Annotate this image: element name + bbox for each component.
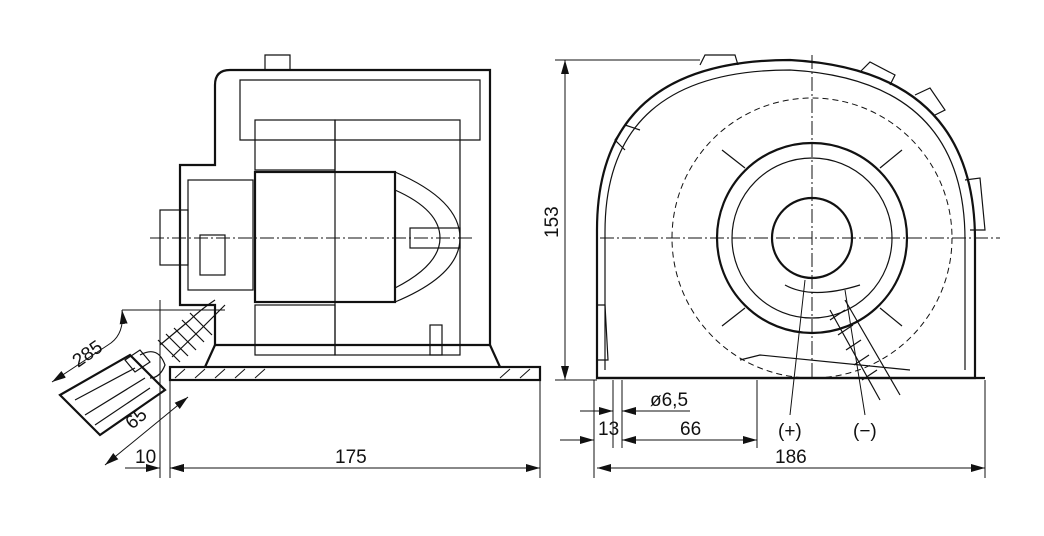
- base-plate: [168, 365, 542, 382]
- dim-65: 65: [122, 404, 152, 434]
- dim-66: 66: [680, 419, 701, 440]
- terminal-negative: (−): [853, 421, 877, 442]
- front-view: [595, 54, 986, 401]
- dimensions-right: 153 186 13 66 ø6,5 (+) (−): [542, 59, 986, 478]
- dim-175: 175: [335, 447, 367, 468]
- motor: [253, 170, 397, 304]
- dim-13: 13: [598, 419, 619, 440]
- motor-hub: [770, 196, 854, 280]
- impeller-ring: [715, 141, 909, 335]
- side-view: [58, 54, 542, 437]
- dimensions-left: 175 10 65 285: [51, 300, 541, 478]
- dim-186: 186: [775, 447, 807, 468]
- dim-10: 10: [135, 447, 156, 468]
- dim-153: 153: [542, 206, 563, 238]
- scroll-housing: [595, 58, 977, 380]
- terminal-positive: (+): [778, 421, 802, 442]
- dim-hole-diameter: ø6,5: [650, 390, 688, 411]
